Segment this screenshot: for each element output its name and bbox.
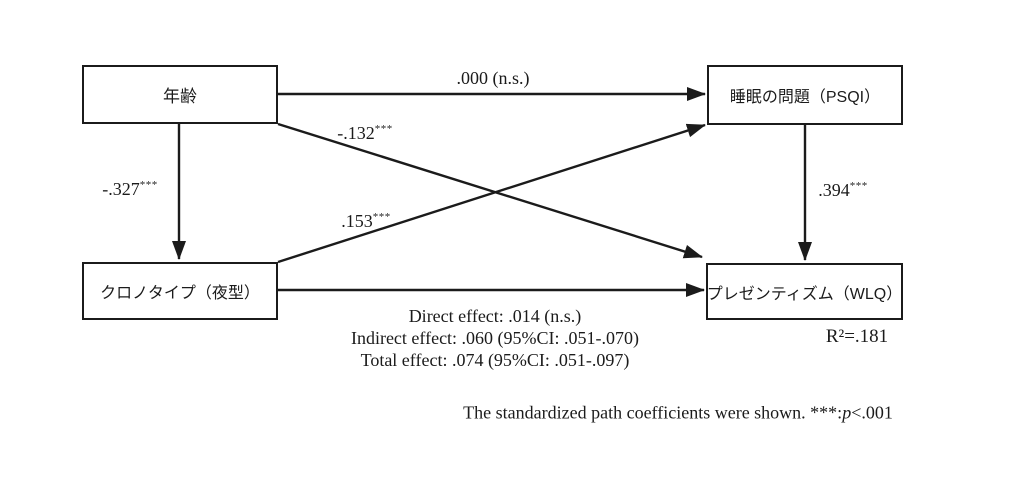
coef-chronotype-to-sleep: .153***: [341, 211, 391, 231]
significance-stars: ***: [372, 211, 391, 223]
direct-effect-line: Direct effect: .014 (n.s.): [408, 306, 582, 326]
significance-stars: ***: [849, 180, 868, 192]
r-squared-label: R²=.181: [825, 326, 889, 347]
indirect-effect-line: Indirect effect: .060 (95%CI: .051-.070): [350, 328, 640, 348]
effects-summary: Direct effect: .014 (n.s.) Indirect effe…: [351, 305, 639, 371]
total-effect-line: Total effect: .074 (95%CI: .051-.097): [360, 350, 630, 370]
footnote: The standardized path coefficients were …: [463, 403, 893, 424]
coef-value: .394: [818, 180, 850, 200]
arrow-age-to-presenteeism: [277, 122, 703, 259]
footnote-p-symbol: p: [842, 402, 852, 423]
node-age: 年齢: [82, 65, 278, 124]
coef-sleep-to-presenteeism: .394***: [818, 180, 868, 200]
footnote-prefix: The standardized path coefficients were …: [463, 402, 843, 423]
coef-age-to-chronotype: -.327***: [102, 179, 158, 199]
node-chronotype: クロノタイプ（夜型）: [82, 262, 278, 320]
arrow-chronotype-to-sleep: [277, 123, 706, 264]
coef-value: -.132: [337, 123, 375, 143]
node-sleep-psqi: 睡眠の問題（PSQI）: [707, 65, 903, 125]
coef-value: .153: [341, 211, 373, 231]
coef-age-to-sleep: .000 (n.s.): [456, 68, 530, 88]
significance-stars: ***: [139, 179, 158, 191]
significance-stars: ***: [374, 123, 393, 135]
node-presenteeism-wlq: プレゼンティズム（WLQ）: [706, 263, 903, 320]
coef-age-to-presenteeism: -.132***: [337, 123, 393, 143]
footnote-suffix: <.001: [851, 402, 893, 423]
coef-value: -.327: [102, 179, 140, 199]
